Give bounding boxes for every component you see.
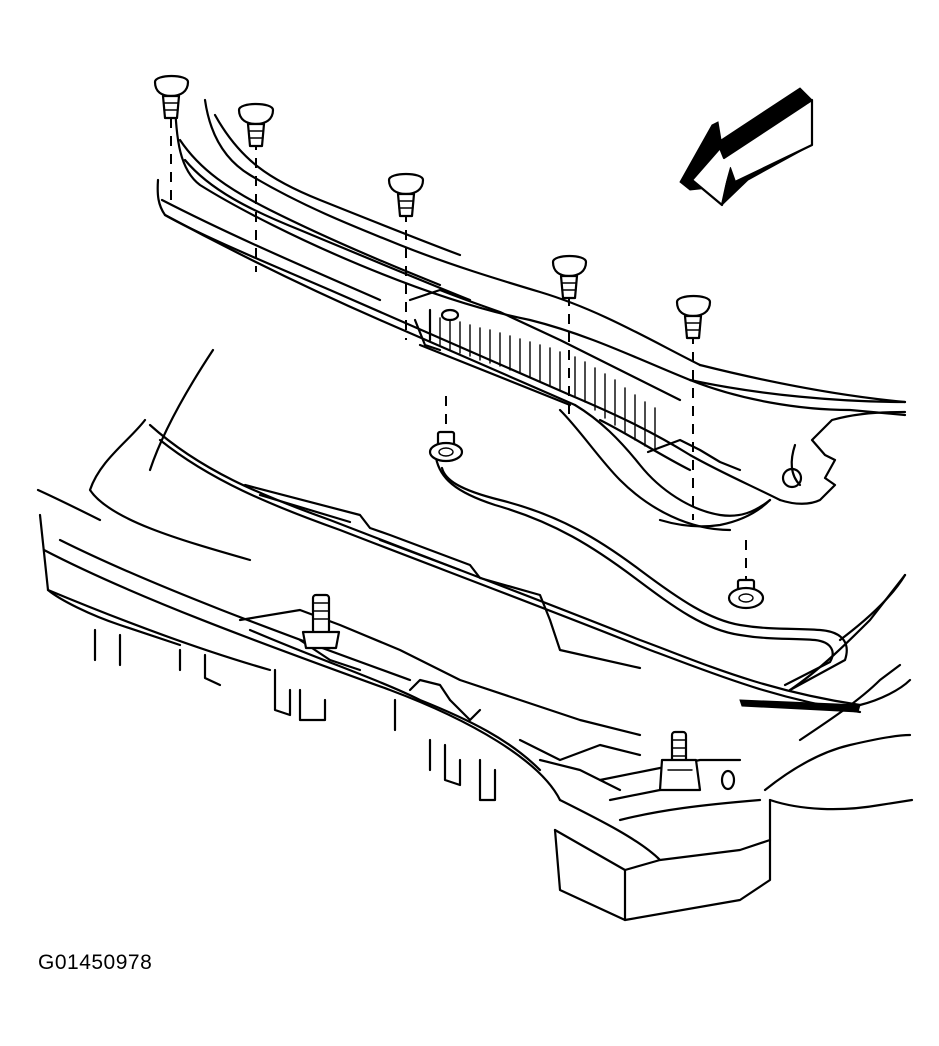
cowl-vent-panel (156, 98, 907, 532)
push-pin-retainer-3 (387, 172, 425, 340)
grommet-left (428, 396, 464, 463)
push-pin-retainer-4 (551, 254, 588, 420)
direction-arrow-icon (679, 87, 814, 207)
push-pin-retainer-2 (237, 102, 275, 272)
mounting-stud-right (658, 730, 702, 792)
figure-id-label: G01450978 (38, 951, 153, 974)
lower-body-structure (36, 348, 914, 922)
mounting-stud-left (301, 593, 341, 650)
push-pin-retainer-5 (675, 294, 712, 520)
weatherstrip-edge (739, 699, 861, 713)
grommet-right (727, 540, 765, 610)
push-pin-retainer-1 (153, 74, 190, 200)
cowl-seal-strip (434, 456, 848, 692)
